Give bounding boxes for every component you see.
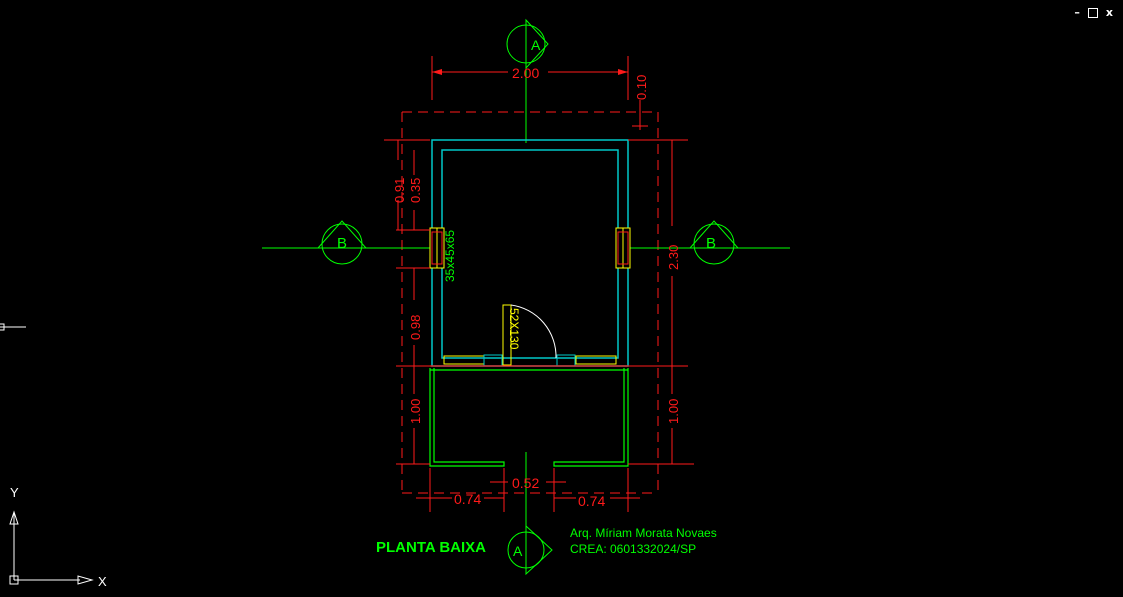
dim-left-second-label: 0.35 <box>408 178 423 203</box>
door <box>443 304 617 367</box>
dim-right-chain <box>628 139 694 465</box>
ucs-icon <box>9 510 94 585</box>
window-right <box>615 227 631 269</box>
door-tag: 52X130 <box>507 308 521 350</box>
dim-top-offset <box>632 100 648 130</box>
author-name: Arq. Míriam Morata Novaes <box>570 526 717 540</box>
dim-bottom-right-label: 0.74 <box>578 493 605 509</box>
roof-outline <box>401 111 659 494</box>
minimize-button[interactable]: – <box>1074 6 1080 19</box>
dim-top-offset-label: 0.10 <box>634 75 649 100</box>
dim-left-chain <box>384 139 430 465</box>
dim-right-total-label: 2.30 <box>666 245 681 270</box>
section-mark-a-bottom: A <box>507 524 553 576</box>
dim-bottom-center-label: 0.52 <box>512 475 539 491</box>
dim-right-bottom-label: 1.00 <box>666 399 681 424</box>
drawing-title: PLANTA BAIXA <box>376 539 486 556</box>
svg-text:B: B <box>337 235 347 252</box>
window-tag: 35x45x65 <box>443 230 457 282</box>
dim-left-top-label: 0.91 <box>392 178 407 203</box>
window-left <box>429 227 445 269</box>
porch <box>429 365 629 467</box>
walls <box>431 139 629 367</box>
dim-bottom-left-label: 0.74 <box>454 491 481 507</box>
author-crea: CREA: 0601332024/SP <box>570 542 696 556</box>
crosshair-box <box>0 323 5 331</box>
svg-text:A: A <box>513 543 523 559</box>
restore-icon <box>1087 8 1098 18</box>
dim-left-mid-label: 0.98 <box>408 315 423 340</box>
dim-top-width-label: 2.00 <box>512 65 539 81</box>
close-button[interactable]: x <box>1105 6 1113 19</box>
ucs-y-label: Y <box>10 485 19 500</box>
section-mark-b-left: B <box>316 220 368 265</box>
svg-text:B: B <box>706 235 716 252</box>
dim-left-bottom-label: 1.00 <box>408 399 423 424</box>
svg-text:A: A <box>531 37 541 53</box>
window-controls: – x <box>1074 6 1113 20</box>
section-mark-b-right: B <box>688 220 740 265</box>
restore-button[interactable] <box>1087 6 1098 20</box>
ucs-x-label: X <box>98 574 107 589</box>
section-mark-a-top: A <box>506 18 549 70</box>
dim-top-width <box>431 56 629 100</box>
dim-bottom-chain <box>416 468 640 512</box>
